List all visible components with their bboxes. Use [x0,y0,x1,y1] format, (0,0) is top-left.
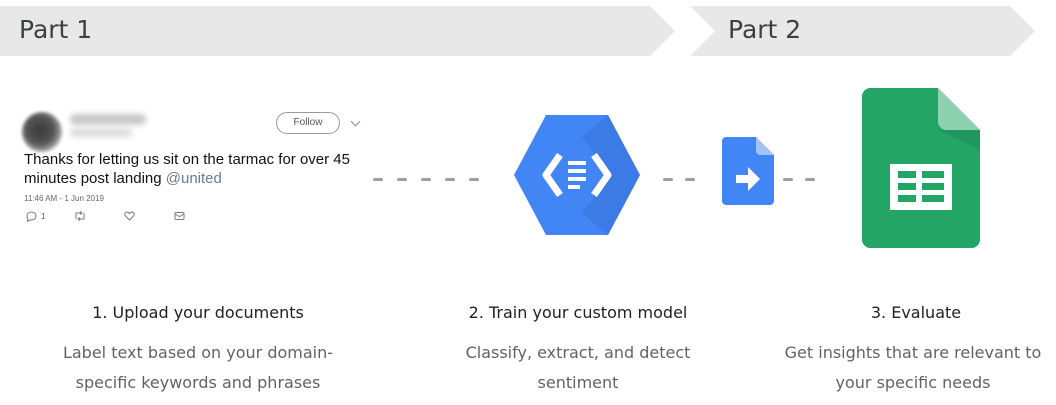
step-2-description: Classify, extract, and detect sentiment [428,338,728,398]
tweet-timestamp: 11:46 AM - 1 Jun 2019 [24,194,104,203]
connector-dots-2 [663,178,695,181]
blurred-handle [70,128,132,137]
step-3-title: 3. Evaluate [870,303,962,322]
step-2-title: 2. Train your custom model [468,303,688,322]
step-1-desc-line2: specific keywords and phrases [75,373,321,392]
message-icon[interactable] [174,211,185,221]
tweet-card: Follow Thanks for letting us sit on the … [18,108,368,228]
reply-icon[interactable] [26,211,37,222]
tweet-mention[interactable]: @united [165,170,222,187]
step-2-desc-line1: Classify, extract, and detect [465,343,691,362]
step-3-desc-line1: Get insights that are relevant to [784,343,1042,362]
google-sheets-icon [862,88,980,248]
step-1-desc-line1: Label text based on your domain- [62,343,334,362]
chevron-down-icon[interactable] [350,116,361,127]
connector-dots-1 [373,178,479,181]
part1-banner-shape [0,6,675,56]
blurred-username [70,114,146,125]
step-2-desc-line2: sentiment [537,373,619,392]
reply-count: 1 [41,212,46,221]
step-1-title: 1. Upload your documents [92,303,304,322]
export-document-icon [722,137,774,205]
part2-label: Part 2 [728,15,802,44]
part1-label: Part 1 [19,15,93,44]
step-1-description: Label text based on your domain- specifi… [38,338,358,398]
avatar [22,112,62,152]
tweet-body: Thanks for letting us sit on the tarmac … [24,151,350,187]
retweet-icon[interactable] [74,211,86,221]
follow-button[interactable]: Follow [276,112,340,134]
part2-banner: Part 2 [690,6,1056,56]
step-3-desc-line2: your specific needs [835,373,991,392]
part1-banner: Part 1 [0,6,700,56]
step-3-description: Get insights that are relevant to your s… [770,338,1056,398]
natural-language-hexagon-icon [514,115,640,235]
part2-banner-shape [690,6,1035,56]
connector-dots-3 [783,178,815,181]
like-icon[interactable] [124,211,135,221]
tweet-text: Thanks for letting us sit on the tarmac … [24,150,354,188]
